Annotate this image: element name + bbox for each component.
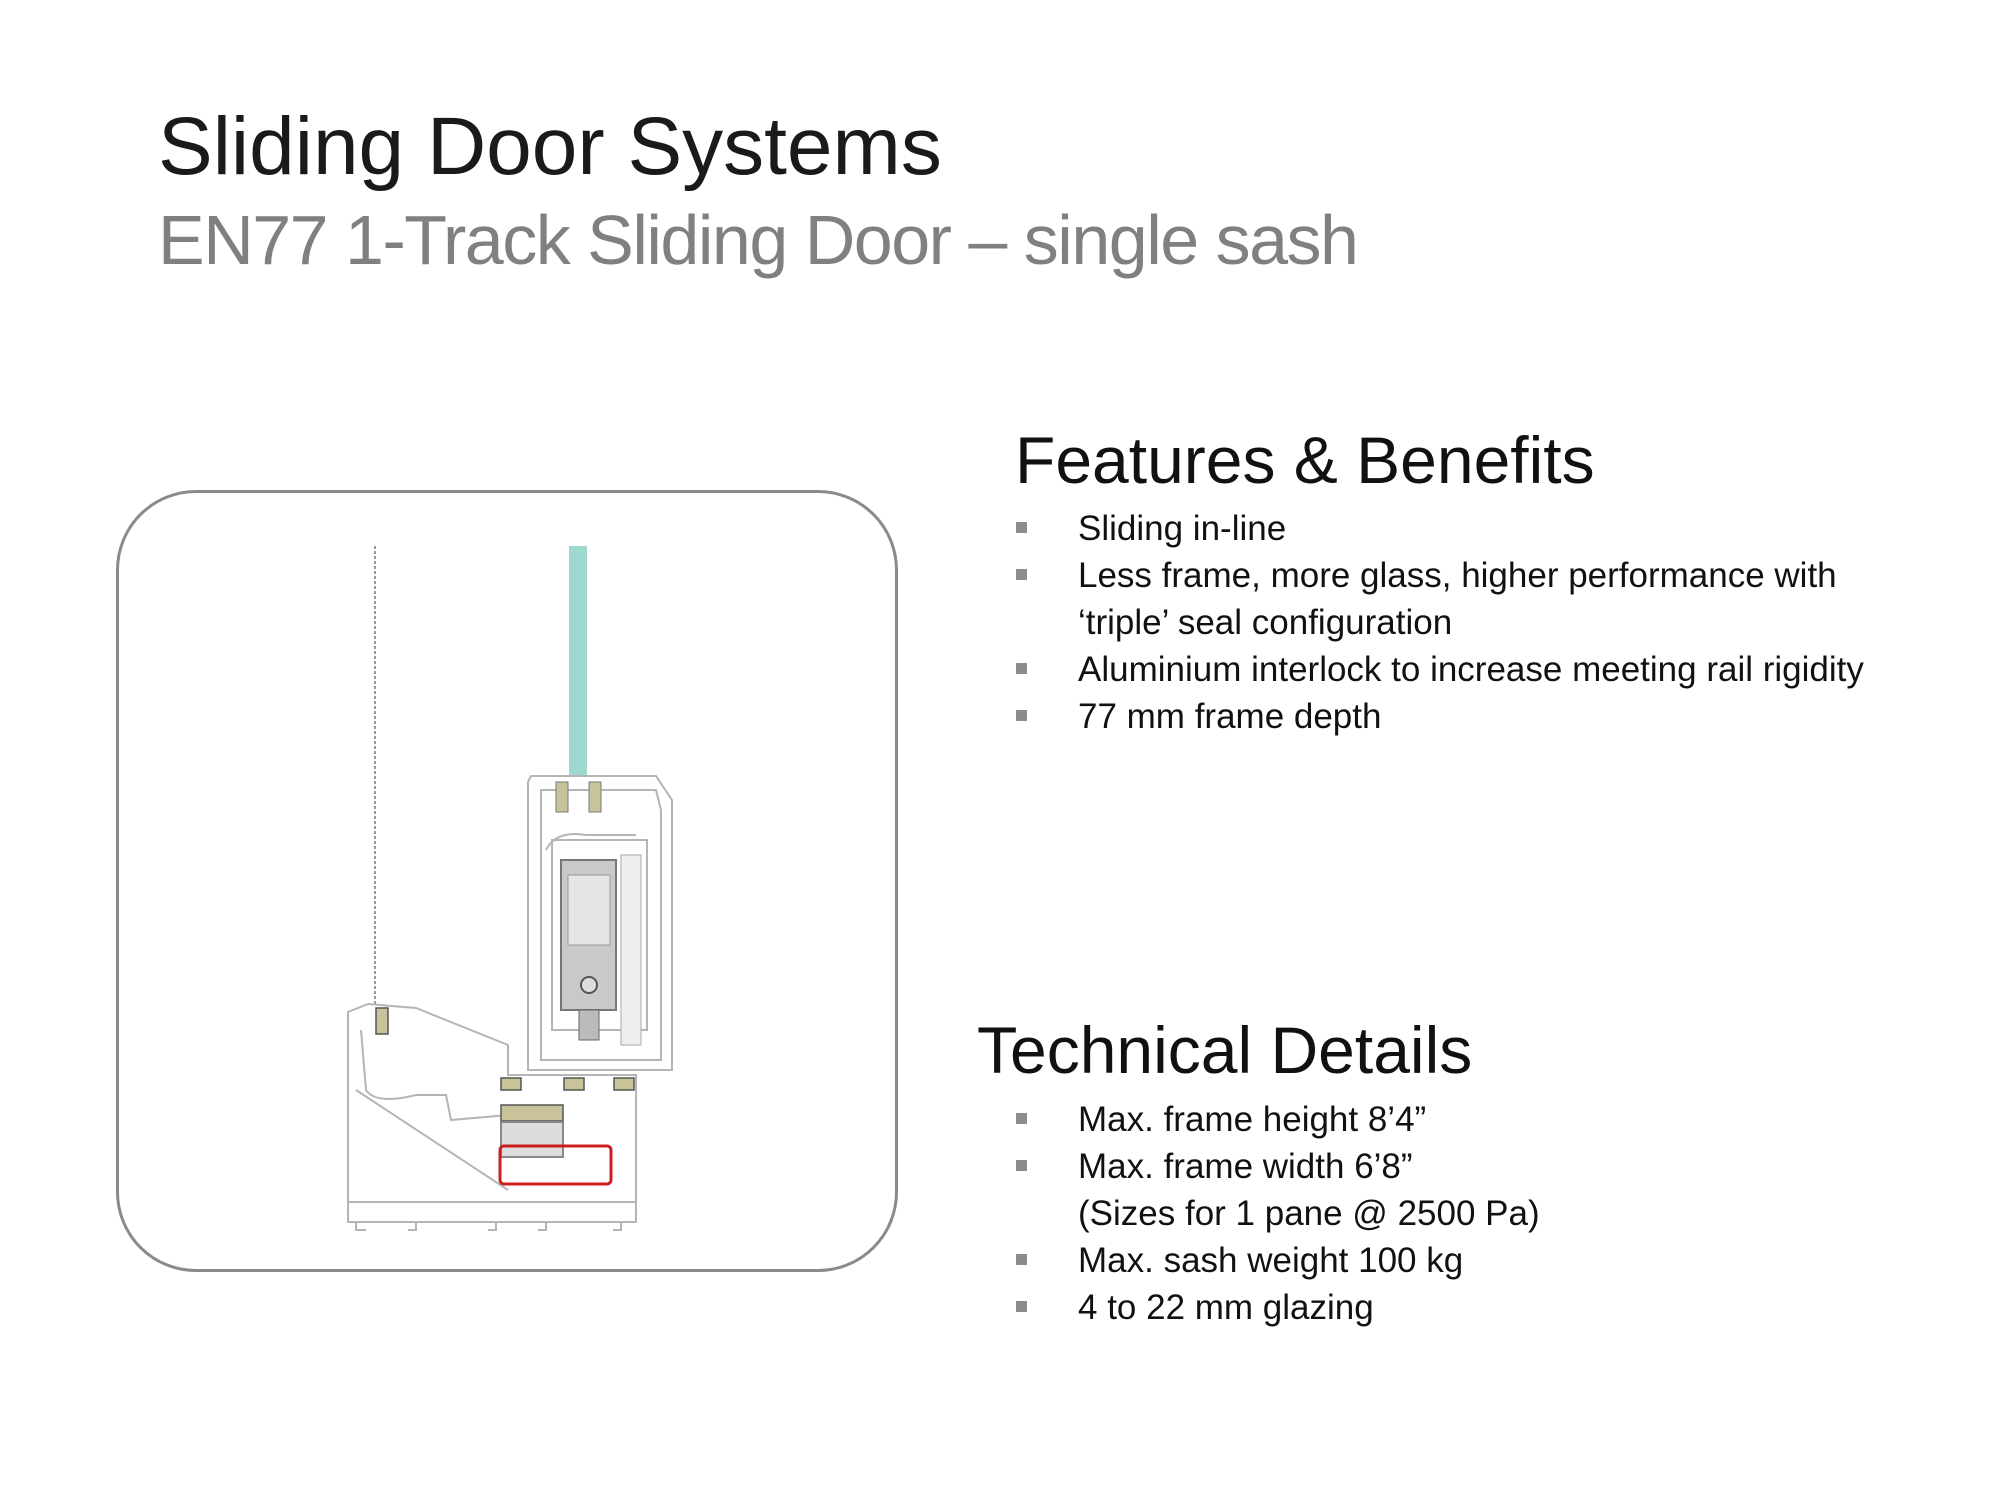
aluminium-interlock — [560, 854, 642, 1046]
track-channel — [500, 1121, 564, 1158]
list-item-text: Aluminium interlock to increase meeting … — [1078, 650, 1864, 689]
bullet-icon — [1016, 663, 1027, 674]
technical-heading: Technical Details — [977, 1013, 1473, 1087]
bullet-icon — [1016, 1160, 1027, 1171]
list-item: 4 to 22 mm glazing — [1016, 1284, 1876, 1331]
list-item-text: Sliding in-line — [1078, 509, 1287, 548]
page-subtitle: EN77 1-Track Sliding Door – single sash — [158, 201, 1359, 279]
list-item: Max. frame width 6’8” (Sizes for 1 pane @… — [1016, 1143, 1876, 1237]
features-heading: Features & Benefits — [1015, 423, 1595, 497]
list-item-note: (Sizes for 1 pane @ 2500 Pa) — [1078, 1194, 1540, 1233]
list-item-text: Max. frame width 6’8” — [1078, 1147, 1413, 1186]
brush-seals — [375, 1007, 635, 1122]
list-item-text: Max. sash weight 100 kg — [1078, 1241, 1464, 1280]
gasket-left — [555, 781, 569, 813]
list-item-text: 77 mm frame depth — [1078, 697, 1382, 736]
list-item: 77 mm frame depth — [1016, 693, 1876, 740]
list-item-text: Less frame, more glass, higher performan… — [1078, 556, 1837, 642]
thermal-insert — [498, 1144, 613, 1186]
features-list: Sliding in-line Less frame, more glass, … — [1016, 505, 1876, 740]
sliding-door-profile-cross-section — [347, 546, 673, 1231]
bullet-icon — [1016, 522, 1027, 533]
list-item: Max. frame height 8’4” — [1016, 1096, 1876, 1143]
list-item: Max. sash weight 100 kg — [1016, 1237, 1876, 1284]
page-title: Sliding Door Systems — [158, 101, 942, 192]
list-item-text: 4 to 22 mm glazing — [1078, 1288, 1374, 1327]
bottom-frame-profile — [347, 1002, 637, 1223]
list-item: Aluminium interlock to increase meeting … — [1016, 646, 1876, 693]
list-item: Less frame, more glass, higher performan… — [1016, 552, 1876, 646]
list-item-text: Max. frame height 8’4” — [1078, 1100, 1427, 1139]
bullet-icon — [1016, 1113, 1027, 1124]
bullet-icon — [1016, 569, 1027, 580]
glass-pane — [569, 546, 587, 828]
bullet-icon — [1016, 1254, 1027, 1265]
gasket-right — [588, 781, 602, 813]
frame-feet — [355, 1222, 622, 1231]
bullet-icon — [1016, 1301, 1027, 1312]
list-item: Sliding in-line — [1016, 505, 1876, 552]
technical-list: Max. frame height 8’4” Max. frame width … — [1016, 1096, 1876, 1331]
bullet-icon — [1016, 710, 1027, 721]
